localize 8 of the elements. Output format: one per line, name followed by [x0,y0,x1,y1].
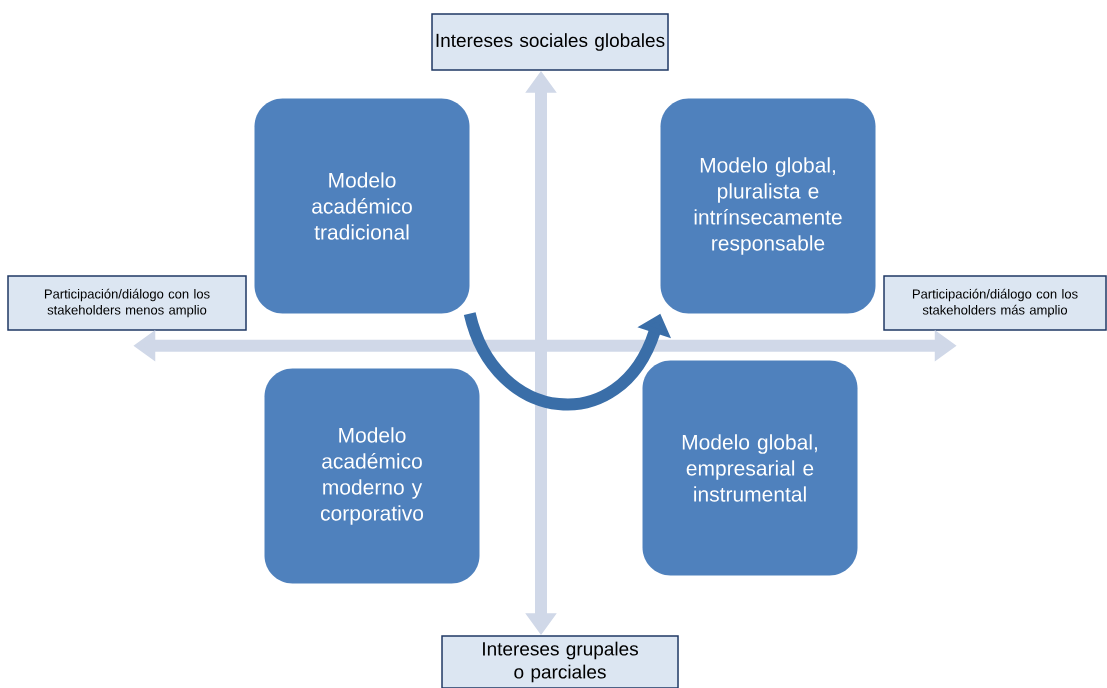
model-box: Modelo global, pluralista e intrínsecamente responsable [660,98,876,314]
model-box: Modelo académico moderno y corporativo [264,368,480,584]
axis-label-box: Intereses sociales globales [431,13,669,71]
axis-label-box: Participación/diálogo con los stakeholders más amplio [883,275,1107,331]
model-box: Modelo global, empresarial e instrumental [642,360,858,576]
axis-label-box: Participación/diálogo con los stakeholders menos amplio [7,275,247,331]
axis-label-box: Intereses grupales o parciales [441,635,679,688]
model-box: Modelo académico tradicional [254,98,470,314]
